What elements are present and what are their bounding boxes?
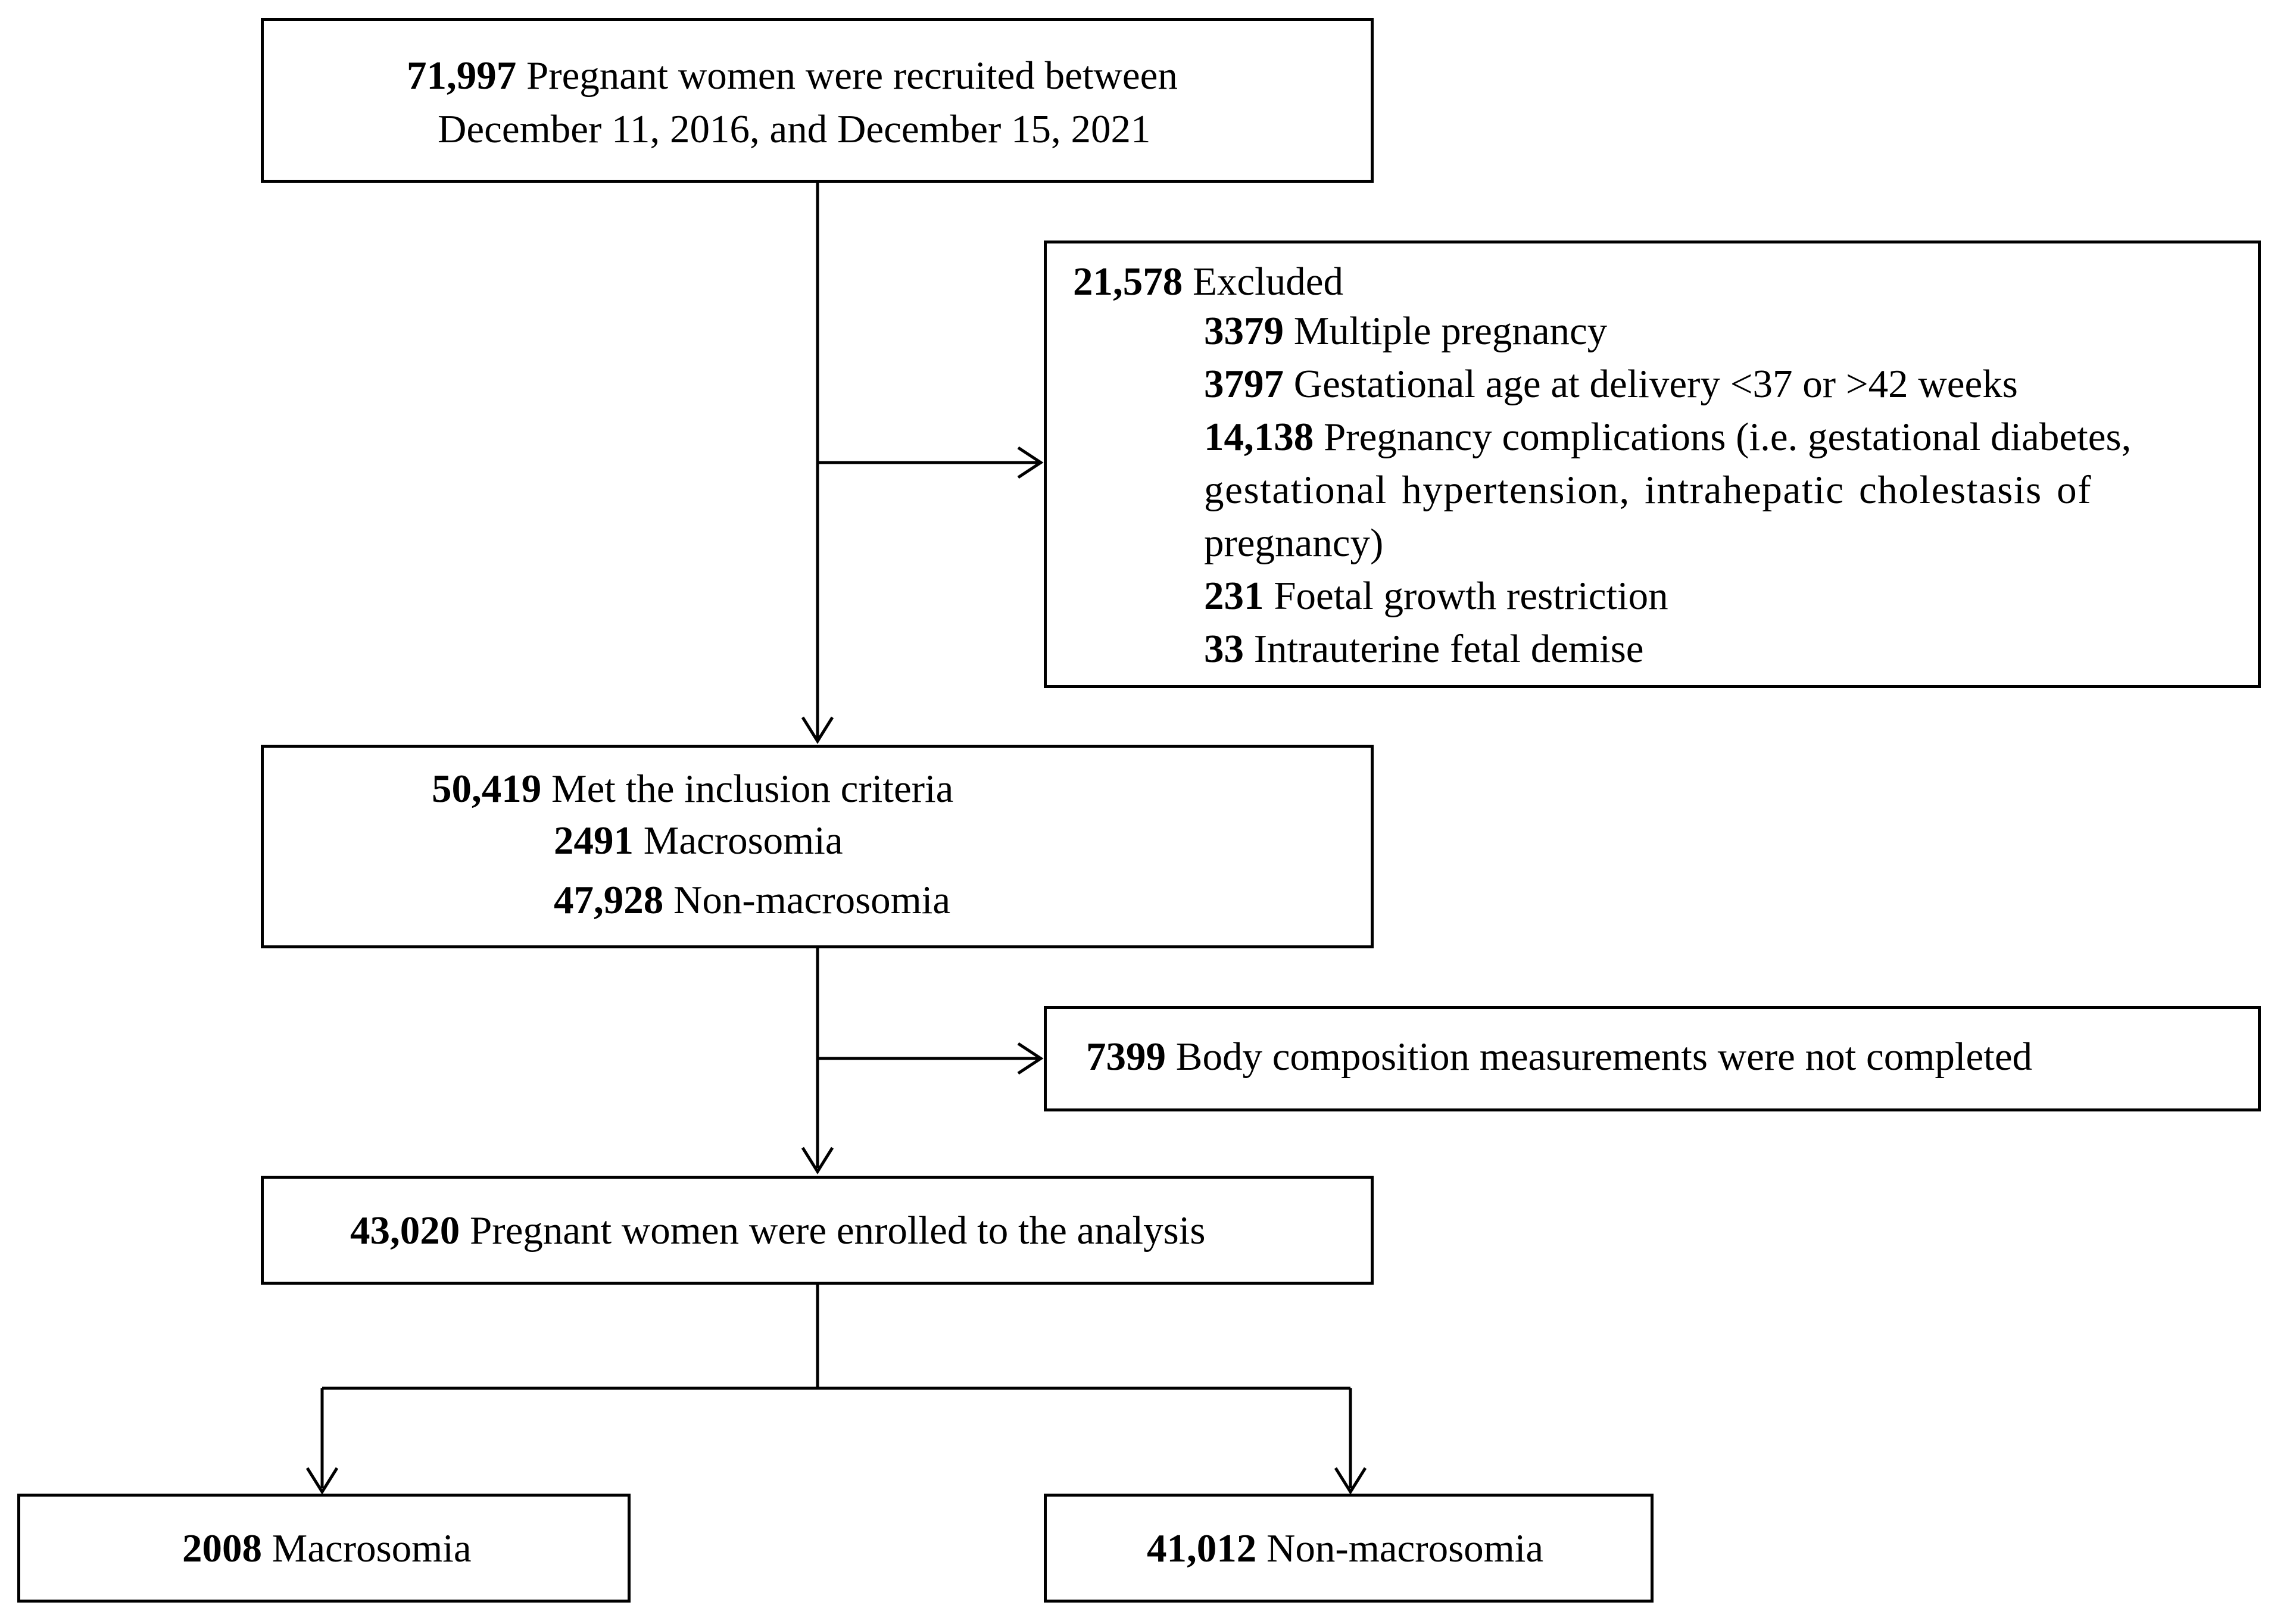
non-macrosomia-text: Non-macrosomia: [1266, 1526, 1544, 1570]
excluded-item-gestational-age: 3797 Gestational age at delivery <37 or …: [1204, 358, 2018, 410]
arrowhead-excluded: [1017, 446, 1044, 479]
inclusion-sub-count: 2491: [554, 819, 634, 863]
recruited-text-2: December 11, 2016, and December 15, 2021: [438, 107, 1151, 151]
excluded-item-count: 33: [1204, 627, 1244, 671]
excluded-item-count: 3797: [1204, 362, 1284, 406]
enrolled-line: 43,020 Pregnant women were enrolled to t…: [350, 1204, 1205, 1257]
excluded-item-fetal-demise: 33 Intrauterine fetal demise: [1204, 623, 1644, 675]
excluded-count: 21,578: [1073, 260, 1183, 304]
excluded-item-multiple: 3379 Multiple pregnancy: [1204, 305, 1607, 357]
excluded-item-growth-restriction: 231 Foetal growth restriction: [1204, 570, 1668, 622]
arrowhead-enrolled: [801, 1147, 834, 1175]
enrolled-text: Pregnant women were enrolled to the anal…: [470, 1208, 1206, 1253]
inclusion-sub-text: Non-macrosomia: [673, 878, 951, 922]
recruited-text-1: Pregnant women were recruited between: [526, 54, 1178, 98]
inclusion-header: 50,419 Met the inclusion criteria: [432, 763, 953, 815]
box-enrolled: 43,020 Pregnant women were enrolled to t…: [261, 1176, 1374, 1285]
inclusion-sub-macrosomia: 2491 Macrosomia: [554, 814, 843, 867]
excluded-header: 21,578 Excluded: [1073, 255, 1343, 308]
arrowhead-macrosomia: [305, 1467, 339, 1495]
box-body-composition: 7399 Body composition measurements were …: [1044, 1006, 2261, 1111]
body-comp-text: Body composition measurements were not c…: [1175, 1035, 2033, 1079]
macrosomia-line: 2008 Macrosomia: [182, 1522, 472, 1575]
excluded-item-text: Intrauterine fetal demise: [1253, 627, 1644, 671]
excluded-item-text-continued: gestational hypertension, intrahepatic c…: [1204, 468, 2092, 512]
excluded-item-complications-line2: gestational hypertension, intrahepatic c…: [1204, 464, 2092, 516]
excluded-item-count: 231: [1204, 574, 1264, 618]
excluded-item-count: 14,138: [1204, 415, 1314, 459]
arrowhead-body-comp: [1017, 1042, 1044, 1075]
inclusion-sub-text: Macrosomia: [643, 819, 843, 863]
recruited-line-1: 71,997 Pregnant women were recruited bet…: [407, 49, 1178, 102]
inclusion-text: Met the inclusion criteria: [551, 767, 954, 811]
inclusion-sub-count: 47,928: [554, 878, 664, 922]
excluded-item-text: Foetal growth restriction: [1274, 574, 1668, 618]
excluded-item-text-continued: pregnancy): [1204, 521, 1384, 565]
box-inclusion: 50,419 Met the inclusion criteria 2491 M…: [261, 745, 1374, 948]
excluded-item-text: Gestational age at delivery <37 or >42 w…: [1293, 362, 2018, 406]
box-macrosomia: 2008 Macrosomia: [17, 1494, 631, 1603]
recruited-count: 71,997: [407, 54, 517, 98]
inclusion-count: 50,419: [432, 767, 542, 811]
excluded-item-count: 3379: [1204, 309, 1284, 353]
box-excluded: 21,578 Excluded 3379 Multiple pregnancy …: [1044, 241, 2261, 688]
macrosomia-count: 2008: [182, 1526, 262, 1570]
excluded-item-text: Multiple pregnancy: [1293, 309, 1608, 353]
excluded-item-complications: 14,138 Pregnancy complications (i.e. ges…: [1204, 411, 2131, 463]
body-comp-line: 7399 Body composition measurements were …: [1086, 1030, 2032, 1083]
macrosomia-text: Macrosomia: [272, 1526, 472, 1570]
excluded-item-complications-line3: pregnancy): [1204, 517, 1383, 569]
enrolled-count: 43,020: [350, 1208, 460, 1253]
non-macrosomia-line: 41,012 Non-macrosomia: [1147, 1522, 1543, 1575]
excluded-item-text: Pregnancy complications (i.e. gestationa…: [1324, 415, 2132, 459]
non-macrosomia-count: 41,012: [1147, 1526, 1257, 1570]
arrowhead-inclusion: [801, 716, 834, 744]
arrowhead-non-macrosomia: [1334, 1467, 1367, 1495]
box-non-macrosomia: 41,012 Non-macrosomia: [1044, 1494, 1654, 1603]
recruited-line-2: December 11, 2016, and December 15, 2021: [438, 103, 1151, 155]
body-comp-count: 7399: [1086, 1035, 1166, 1079]
box-recruited: 71,997 Pregnant women were recruited bet…: [261, 18, 1374, 183]
inclusion-sub-non-macrosomia: 47,928 Non-macrosomia: [554, 874, 950, 926]
excluded-label: Excluded: [1193, 260, 1344, 304]
